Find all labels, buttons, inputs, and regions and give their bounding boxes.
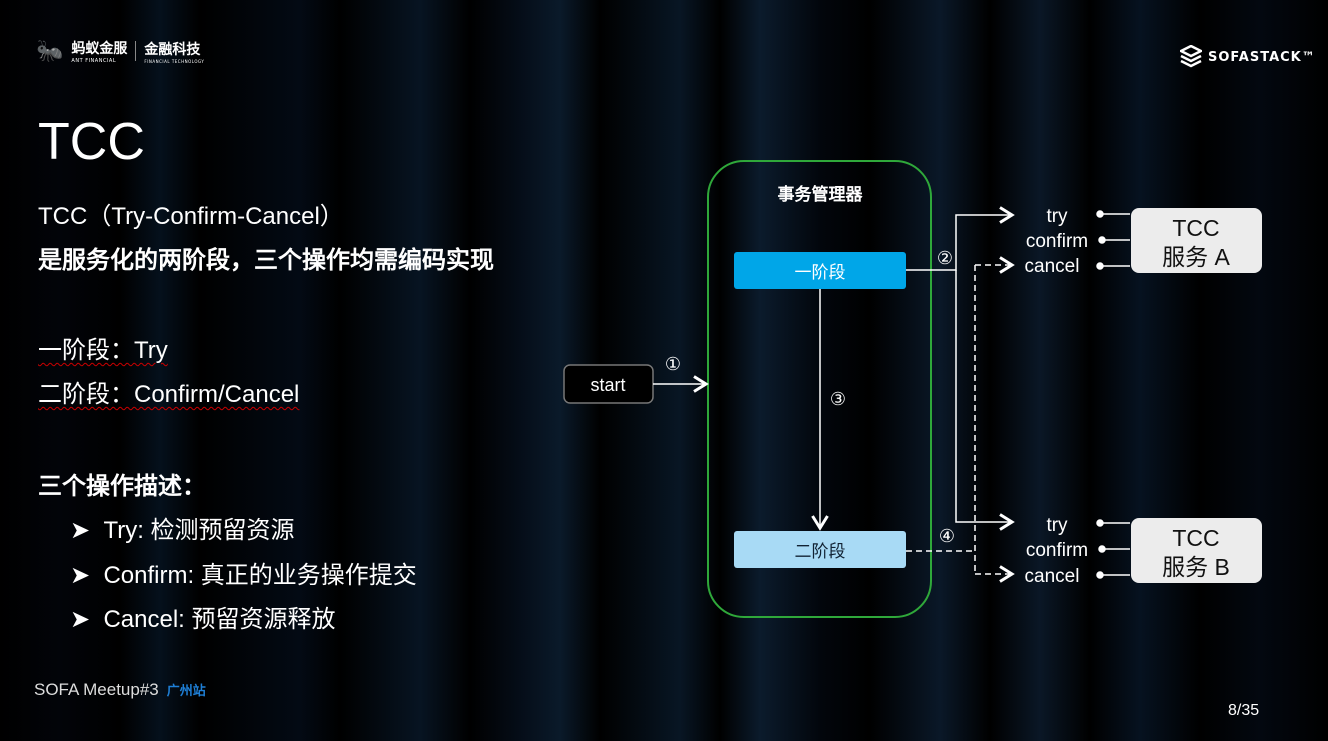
sofastack-icon — [1180, 45, 1202, 68]
event-name: SOFA Meetup#3 — [34, 680, 159, 699]
page-number: 8/35 — [1228, 702, 1260, 719]
logo-subtext: ANT FINANCIAL — [71, 58, 117, 64]
sofastack-text: SOFASTACK™ — [1208, 49, 1316, 65]
service-b-box — [1131, 518, 1262, 583]
ops-heading: 三个操作描述： — [38, 473, 206, 500]
phase1-text: 一阶段：Try — [38, 337, 168, 364]
phase2-box — [734, 531, 906, 568]
tcc-definition: TCC（Try-Confirm-Cancel） — [38, 203, 344, 230]
service-a-name: 服务 A — [1162, 244, 1230, 270]
logo-text-2: 金融科技 — [144, 41, 201, 58]
op-item: ➤ Cancel: 预留资源释放 — [70, 599, 336, 634]
op-try: try — [1046, 515, 1068, 536]
op-cancel: cancel — [1025, 256, 1080, 277]
op-item: ➤ Confirm: 真正的业务操作提交 — [70, 555, 417, 590]
tcc-description: 是服务化的两阶段，三个操作均需编码实现 — [38, 247, 494, 274]
phase1-box — [734, 252, 906, 289]
service-a-label: TCC — [1172, 215, 1219, 241]
arrow-bullet-icon: ➤ — [70, 606, 104, 633]
op-text: Cancel: 预留资源释放 — [103, 606, 336, 633]
op-text: Confirm: 真正的业务操作提交 — [103, 562, 417, 589]
logo-subtext-2: FINANCIAL TECHNOLOGY — [144, 58, 205, 64]
op-item: ➤ Try: 检测预留资源 — [70, 510, 295, 545]
op-confirm: confirm — [1026, 540, 1088, 561]
divider — [135, 41, 137, 61]
start-label: start — [590, 375, 625, 395]
logo-text: 蚂蚁金服 — [71, 41, 128, 57]
step-4: ④ — [939, 526, 955, 546]
service-b-label: TCC — [1172, 525, 1219, 551]
phase1-label: 一阶段 — [795, 263, 846, 282]
event-city: 广州站 — [166, 683, 206, 698]
op-text: Try: 检测预留资源 — [103, 517, 295, 544]
service-a: try confirm cancel TCC 服务 A — [1025, 206, 1262, 277]
arrow-bullet-icon: ➤ — [70, 562, 104, 589]
op-confirm: confirm — [1026, 231, 1088, 252]
try-a-arrow — [906, 206, 1015, 271]
slide-title: TCC — [38, 113, 145, 171]
op-cancel: cancel — [1025, 566, 1080, 587]
footer-event: SOFA Meetup#3 广州站 — [34, 680, 206, 700]
ant-icon: 🐜 — [36, 38, 64, 64]
step-3: ③ — [830, 389, 846, 409]
service-b-name: 服务 B — [1162, 554, 1230, 580]
phase2-text: 二阶段：Confirm/Cancel — [38, 381, 300, 408]
arrow-bullet-icon: ➤ — [70, 517, 104, 544]
phase2-label: 二阶段 — [795, 542, 846, 561]
step-1: ① — [665, 354, 681, 374]
op-try: try — [1046, 206, 1068, 227]
step-2: ② — [937, 248, 953, 268]
manager-label: 事务管理器 — [778, 184, 864, 204]
service-b: try confirm cancel TCC 服务 B — [1025, 515, 1262, 587]
service-a-box — [1131, 208, 1262, 273]
try-b-arrow — [955, 270, 1015, 531]
sofastack-logo: SOFASTACK™ — [1180, 45, 1316, 69]
